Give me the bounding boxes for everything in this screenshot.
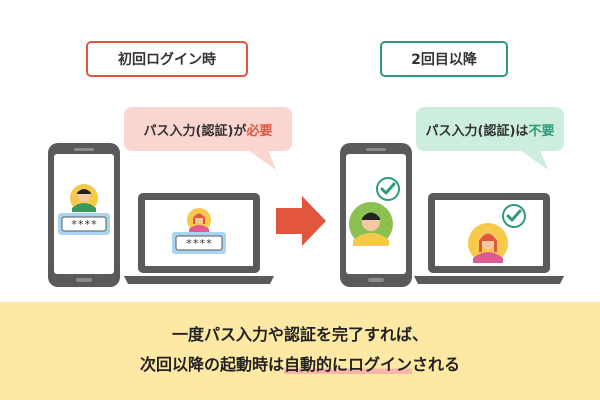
second-onward-label-text: 2回目以降 bbox=[411, 52, 477, 68]
caption-line-2-emphasis: 自動的にログイン bbox=[283, 355, 412, 374]
bubble-repeat-bg bbox=[416, 107, 564, 170]
user-avatar-icon bbox=[349, 202, 393, 246]
caption-band bbox=[0, 302, 600, 400]
bubble-repeat-emphasis: 不要 bbox=[528, 123, 555, 139]
bubble-first-bg bbox=[124, 107, 292, 170]
password-mask-right: **** bbox=[186, 237, 213, 250]
password-field-left bbox=[58, 213, 110, 235]
bubble-first: パス入力(認証)が必要 bbox=[124, 107, 292, 151]
caption-line-2: 次回以降の起動時は自動的にログインされる bbox=[0, 351, 600, 375]
user-avatar-icon bbox=[187, 208, 211, 232]
user-avatar-icon bbox=[468, 223, 508, 263]
bubble-repeat: パス入力(認証)は不要 bbox=[416, 107, 564, 151]
second-onward-label: 2回目以降 bbox=[380, 41, 508, 77]
bubble-first-prefix: パス入力(認証)が bbox=[143, 123, 247, 139]
password-field-right bbox=[172, 232, 226, 254]
checkmark-icon bbox=[502, 204, 526, 228]
caption-line-2-suffix: される bbox=[412, 355, 461, 374]
first-login-label-text: 初回ログイン時 bbox=[118, 52, 216, 68]
arrow-right-icon bbox=[276, 196, 326, 246]
bubble-repeat-prefix: パス入力(認証)は bbox=[425, 123, 529, 139]
caption-line-2-prefix: 次回以降の起動時は bbox=[139, 355, 284, 374]
checkmark-icon bbox=[376, 177, 400, 201]
user-avatar-icon bbox=[70, 184, 98, 212]
password-mask-left: **** bbox=[71, 218, 98, 231]
bubble-first-emphasis: 必要 bbox=[246, 123, 273, 139]
caption-line-1: 一度パス入力や認証を完了すれば、 bbox=[171, 325, 428, 344]
first-login-label: 初回ログイン時 bbox=[86, 41, 248, 77]
